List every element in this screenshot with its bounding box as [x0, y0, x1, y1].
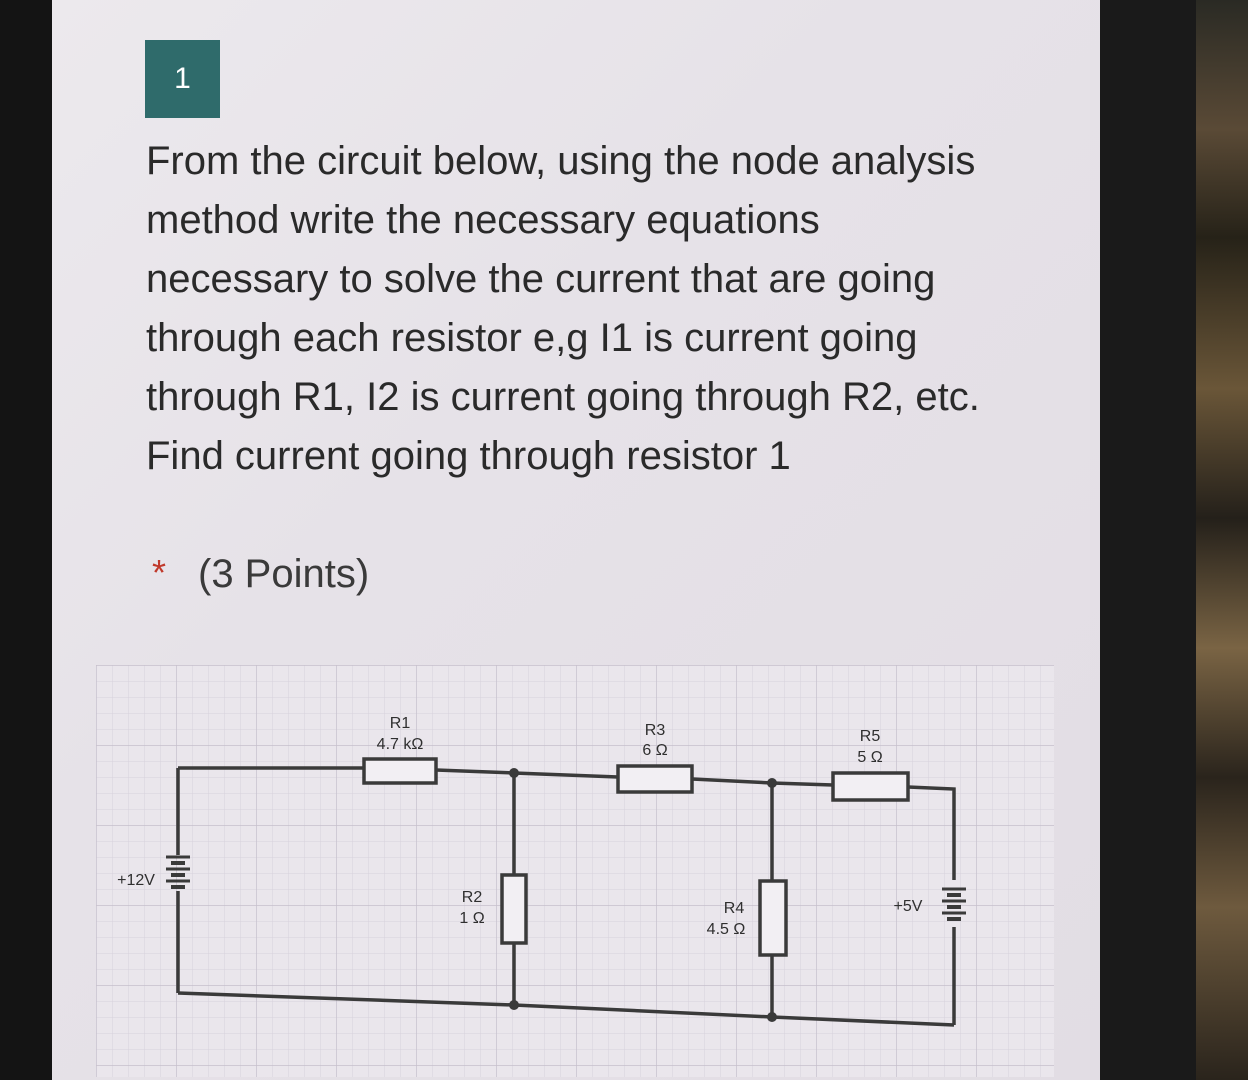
r5-value: 5 Ω — [857, 749, 882, 766]
r4-value: 4.5 Ω — [707, 921, 746, 938]
r4-name: R4 — [724, 900, 745, 917]
r1-name: R1 — [390, 715, 411, 732]
device-bezel-left — [0, 0, 52, 1080]
r3-value: 6 Ω — [642, 742, 667, 759]
r2-value: 1 Ω — [459, 910, 484, 927]
r1-value: 4.7 kΩ — [377, 736, 424, 753]
r2-name: R2 — [462, 889, 483, 906]
form-screen: 1 From the circuit below, using the node… — [52, 0, 1100, 1080]
device-bezel-right — [1100, 0, 1196, 1080]
background-hand — [1196, 0, 1248, 1080]
r3-name: R3 — [645, 722, 666, 739]
question-number-badge: 1 — [145, 40, 220, 118]
source-12v-label: +12V — [117, 872, 155, 889]
resistor-r4 — [758, 879, 788, 957]
source-5v-label: +5V — [894, 898, 923, 915]
question-text: From the circuit below, using the node a… — [146, 139, 980, 478]
r5-name: R5 — [860, 728, 881, 745]
resistor-r2 — [500, 873, 528, 945]
points-label: (3 Points) — [198, 552, 370, 596]
resistor-r1 — [362, 757, 438, 785]
battery-5v-symbol — [942, 887, 966, 921]
resistor-r3 — [616, 764, 694, 794]
junction-dots — [509, 768, 777, 1022]
circuit-wires — [176, 766, 956, 1027]
required-asterisk: * — [152, 552, 167, 593]
resistor-r5 — [831, 771, 910, 802]
circuit-diagram: R1 4.7 kΩ R3 6 Ω R5 5 Ω R2 1 Ω R4 4.5 Ω … — [96, 665, 1054, 1077]
battery-12v-symbol — [166, 855, 190, 889]
